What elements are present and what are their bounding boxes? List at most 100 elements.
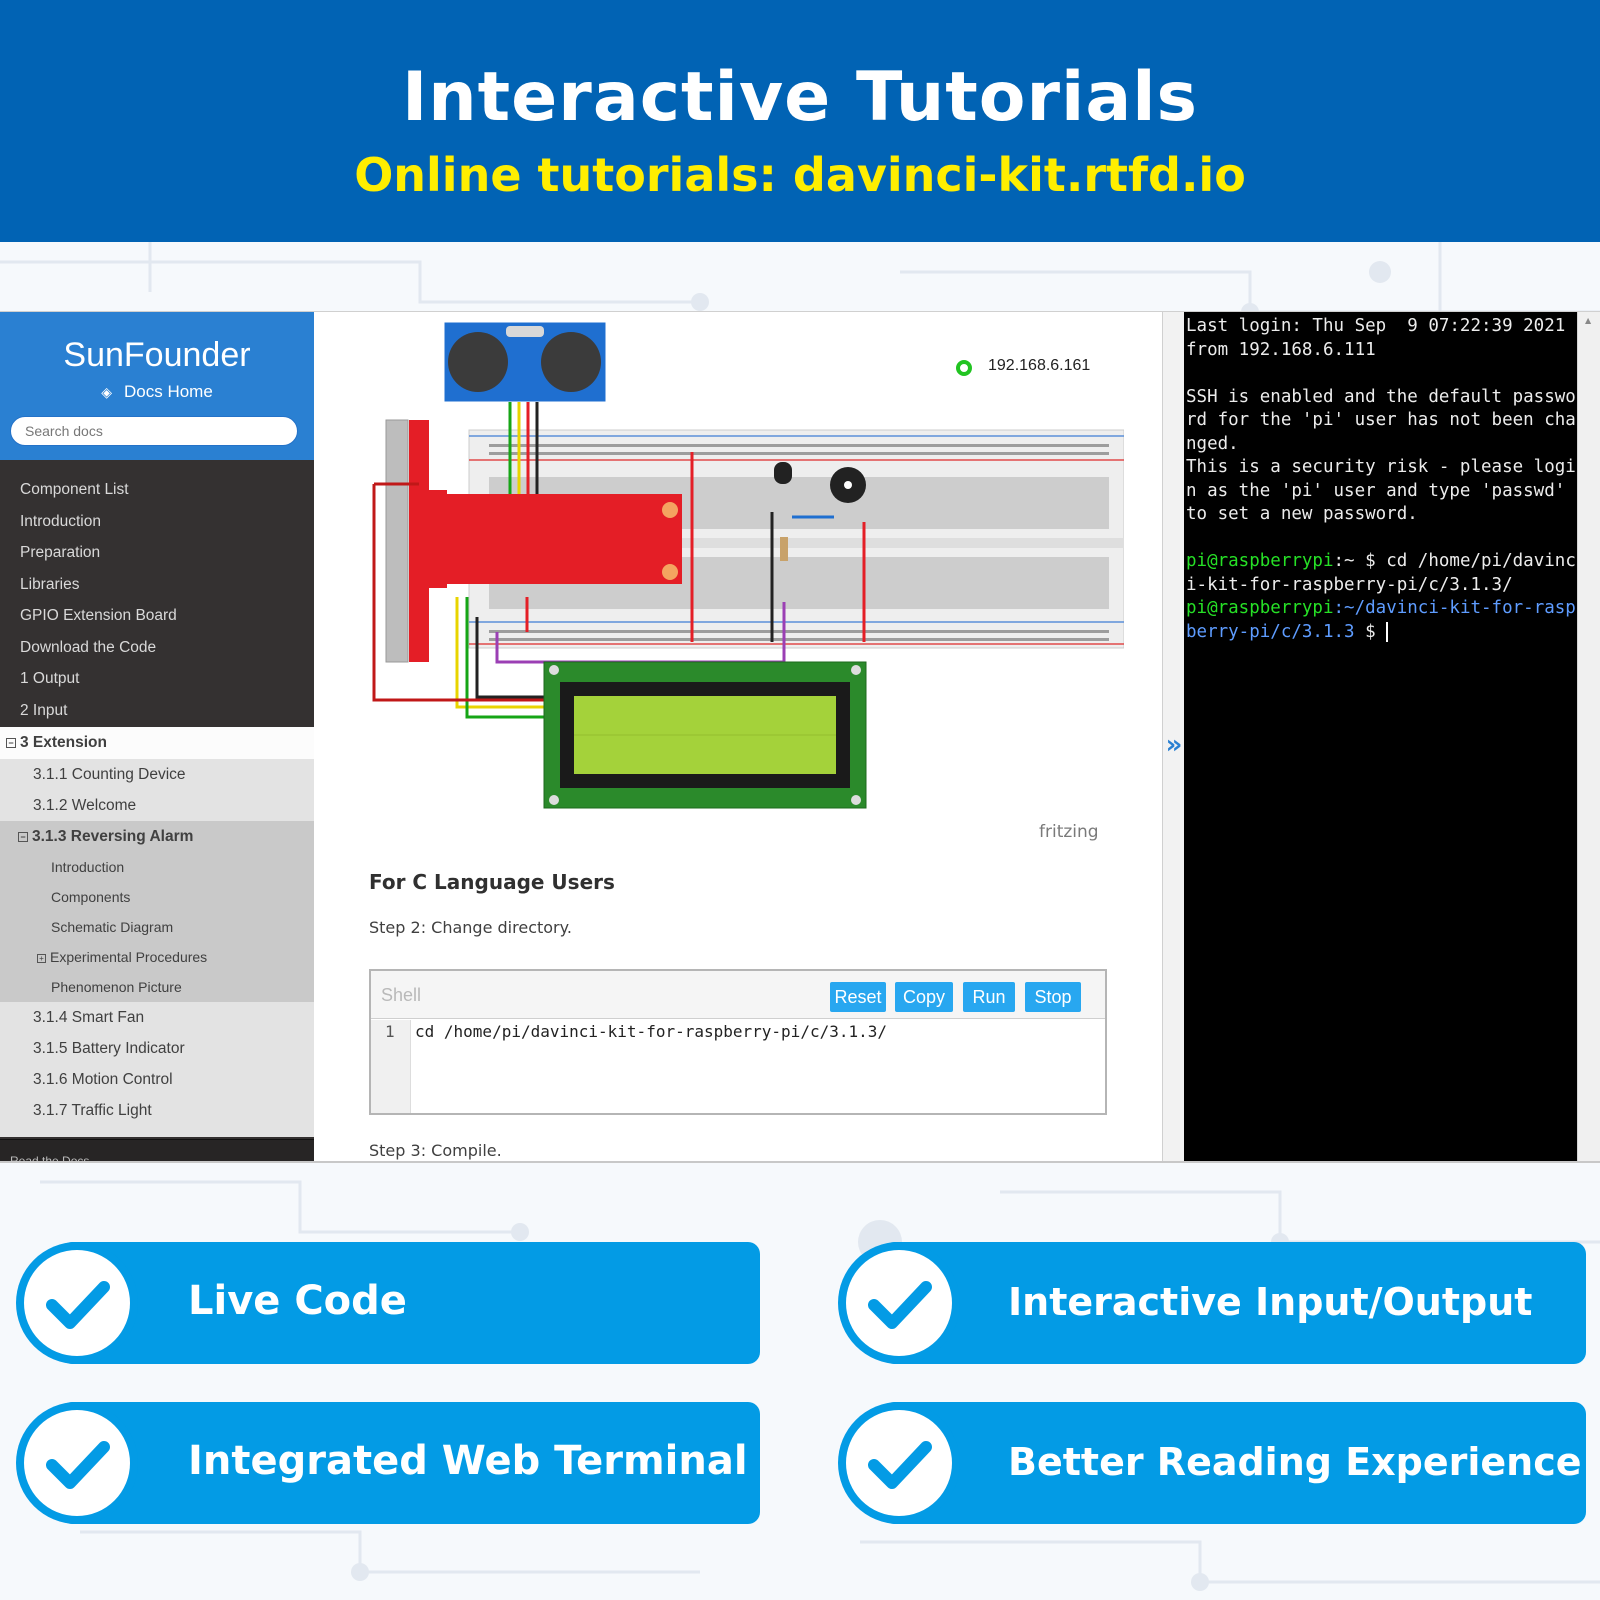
layers-icon: ◈ <box>101 384 112 400</box>
reset-button[interactable]: Reset <box>830 982 886 1012</box>
sidebar-item-gpio-extension-board[interactable]: GPIO Extension Board <box>20 607 177 624</box>
brand-logo[interactable]: SunFounder <box>63 336 251 374</box>
terminal-line: Last login: Thu Sep 9 07:22:39 2021 <box>1186 316 1566 336</box>
sidebar-item-libraries[interactable]: Libraries <box>20 575 80 593</box>
feature-interactive-io: Interactive Input/Output <box>822 1242 1590 1364</box>
footer-label: Read the Docs <box>10 1154 90 1163</box>
sidebar-item-output[interactable]: 1 Output <box>20 670 80 687</box>
expand-chevron-icon[interactable]: » <box>1165 730 1183 760</box>
sidebar-item-reversing-alarm[interactable]: −3.1.3 Reversing Alarm <box>0 821 314 852</box>
terminal-line <box>1186 527 1577 551</box>
sidebar-item-motion-control[interactable]: 3.1.6 Motion Control <box>33 1071 173 1088</box>
terminal-line: i-kit-for-raspberry-pi/c/3.1.3/ <box>1186 574 1513 595</box>
stop-button[interactable]: Stop <box>1025 982 1081 1012</box>
banner: Interactive Tutorials Online tutorials: … <box>0 0 1600 242</box>
terminal-line: from 192.168.6.111 <box>1186 339 1376 360</box>
feature-label: Interactive Input/Output <box>1008 1280 1533 1324</box>
line-gutter <box>371 1020 411 1113</box>
feature-web-terminal: Integrated Web Terminal <box>0 1402 760 1524</box>
prompt-path: berry-pi/c/3.1.3 <box>1186 621 1366 642</box>
sidebar-item-preparation[interactable]: Preparation <box>20 544 101 561</box>
tutorial-screenshot: SunFounder ◈ Docs Home Search docs Compon… <box>0 311 1600 1163</box>
active-item-label: 3.1.3 Reversing Alarm <box>32 828 194 845</box>
expand-icon[interactable]: + <box>37 953 46 963</box>
terminal-line: n as the 'pi' user and type 'passwd' <box>1186 480 1566 501</box>
run-button[interactable]: Run <box>963 982 1015 1012</box>
banner-title: Interactive Tutorials <box>401 58 1199 137</box>
feature-bar <box>60 1402 760 1524</box>
sidebar-header: SunFounder ◈ Docs Home Search docs <box>0 312 314 460</box>
docs-sidebar: SunFounder ◈ Docs Home Search docs Compon… <box>0 312 314 1163</box>
shell-title: Shell <box>381 985 422 1005</box>
feature-bar <box>882 1242 1586 1364</box>
prompt-user: pi@raspberrypi <box>1186 598 1334 618</box>
check-icon <box>846 1250 952 1356</box>
sidebar-item-extension[interactable]: −3 Extension <box>0 727 314 759</box>
sidebar-item-welcome[interactable]: 3.1.2 Welcome <box>33 797 137 814</box>
terminal-prompt: pi@raspberrypi:~ $ cd /home/pi/davinc <box>1186 550 1577 574</box>
docs-home-link[interactable]: ◈ Docs Home <box>0 382 314 402</box>
sidebar-item-traffic-light[interactable]: 3.1.7 Traffic Light <box>33 1102 152 1119</box>
copy-button[interactable]: Copy <box>895 982 953 1012</box>
code-shell: Shell Reset Copy Run Stop 1 cd /home/pi/… <box>369 969 1107 1115</box>
terminal-line: nged. <box>1186 433 1239 454</box>
check-icon <box>24 1250 130 1356</box>
sidebar-item-input[interactable]: 2 Input <box>20 701 68 719</box>
sidebar-item-introduction[interactable]: Introduction <box>20 512 101 530</box>
prompt-user: pi@raspberrypi <box>1186 551 1334 571</box>
prompt-path: :~/davinci-kit-for-rasp <box>1333 598 1576 618</box>
sidebar-item-smart-fan[interactable]: 3.1.4 Smart Fan <box>33 1009 145 1026</box>
sidebar-item-component-list[interactable]: Component List <box>20 481 129 498</box>
sidebar-subitem-procedures[interactable]: + Experimental Procedures <box>0 942 314 972</box>
terminal-line <box>1186 362 1577 386</box>
sidebar-subitem-schematic[interactable]: Schematic Diagram <box>51 919 174 935</box>
feature-bar <box>60 1242 760 1364</box>
feature-reading-experience: Better Reading Experience <box>822 1402 1590 1524</box>
shell-toolbar: Shell Reset Copy Run Stop <box>371 971 1105 1019</box>
active-section: −3.1.3 Reversing Alarm Introduction Comp… <box>0 821 314 1002</box>
connection-status-icon <box>956 360 972 376</box>
procedures-label: Experimental Procedures <box>50 949 208 965</box>
terminal-line: to set a new password. <box>1186 504 1418 524</box>
web-terminal[interactable]: Last login: Thu Sep 9 07:22:39 2021 from… <box>1184 312 1577 1161</box>
prompt-dollar: $ <box>1365 621 1387 642</box>
section-heading: For C Language Users <box>369 870 615 894</box>
feature-live-code: Live Code <box>0 1242 760 1364</box>
terminal-prompt: pi@raspberrypi:~/davinci-kit-for-rasp <box>1186 597 1577 621</box>
terminal-line: This is a security risk - please logi <box>1186 457 1576 477</box>
scroll-up-icon[interactable]: ▲ <box>1585 316 1592 325</box>
sidebar-item-counting-device[interactable]: 3.1.1 Counting Device <box>33 766 186 783</box>
check-icon <box>846 1410 952 1516</box>
wiring-diagram <box>372 321 1124 809</box>
sidebar-subitem-phenomenon[interactable]: Phenomenon Picture <box>51 979 182 995</box>
sidebar-menu: Component List Introduction Preparation … <box>0 474 314 726</box>
sidebar-footer[interactable]: Read the Docs <box>0 1139 314 1163</box>
feature-bar <box>882 1402 1586 1524</box>
step-3-text: Step 3: Compile. <box>369 1141 502 1160</box>
scrollbar[interactable]: ▲ <box>1577 312 1600 1161</box>
search-input[interactable]: Search docs <box>10 416 298 446</box>
sidebar-subitem-components[interactable]: Components <box>51 889 131 905</box>
terminal-prompt: berry-pi/c/3.1.3 $ <box>1186 621 1577 645</box>
step-2-text: Step 2: Change directory. <box>369 918 572 937</box>
collapse-icon[interactable]: − <box>6 737 16 748</box>
banner-subtitle: Online tutorials: davinci-kit.rtfd.io <box>354 148 1246 202</box>
collapse-icon[interactable]: − <box>18 831 28 842</box>
sidebar-subtree: 3.1.1 Counting Device 3.1.2 Welcome −3.1… <box>0 759 314 1137</box>
feature-label: Integrated Web Terminal <box>188 1438 748 1484</box>
sidebar-item-download-code[interactable]: Download the Code <box>20 638 157 656</box>
sidebar-section-label: 3 Extension <box>20 734 107 751</box>
sidebar-item-battery-indicator[interactable]: 3.1.5 Battery Indicator <box>33 1040 185 1057</box>
diagram-credit: fritzing <box>1039 822 1099 842</box>
terminal-line: rd for the 'pi' user has not been cha <box>1186 410 1576 430</box>
code-editor[interactable]: cd /home/pi/davinci-kit-for-raspberry-pi… <box>415 1022 888 1041</box>
terminal-cursor <box>1386 621 1389 642</box>
sidebar-subitem-introduction[interactable]: Introduction <box>51 859 125 875</box>
panel-splitter[interactable]: » <box>1162 312 1184 1161</box>
feature-label: Better Reading Experience <box>1008 1440 1582 1484</box>
docs-home-label: Docs Home <box>123 382 213 401</box>
feature-label: Live Code <box>188 1278 407 1324</box>
doc-content: 192.168.6.161 fritzing For C Language Us… <box>314 312 1162 1161</box>
check-icon <box>24 1410 130 1516</box>
